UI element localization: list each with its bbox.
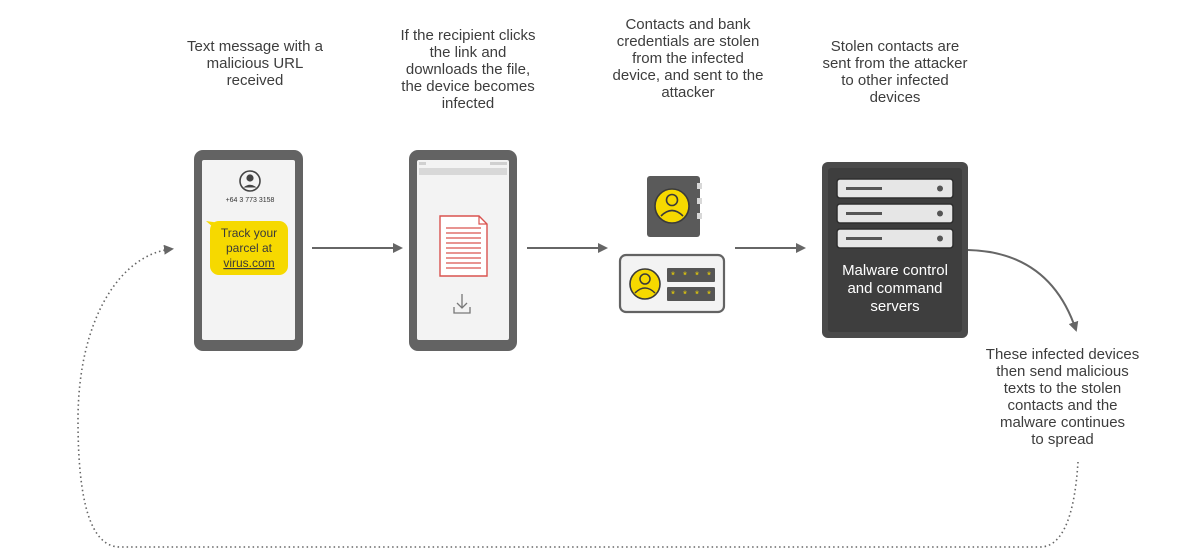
- caption-final-line: contacts and the: [1007, 397, 1118, 414]
- caption-step-3-line: credentials are stolen: [616, 33, 760, 50]
- server-unit-1: [836, 178, 954, 199]
- loop-dotted-arrow: [77, 244, 1079, 548]
- phone-sms: +64 3 773 3158 Track your parcel at viru…: [194, 150, 303, 351]
- caption-final-line: These infected devices: [985, 346, 1140, 363]
- caption-step-1: Text message with a malicious URL receiv…: [165, 38, 345, 89]
- caption-final: These infected devices then send malicio…: [965, 346, 1160, 448]
- sms-link[interactable]: virus.com: [223, 256, 274, 270]
- phone-download: [409, 150, 517, 351]
- avatar-icon: [239, 170, 261, 192]
- credential-card-icon: * * * * * * * *: [618, 253, 726, 314]
- server-label-3: servers: [870, 298, 919, 315]
- caption-final-line: to spread: [1031, 431, 1094, 448]
- caption-step-2: If the recipient clicks the link and dow…: [373, 27, 563, 112]
- arrow-server-to-devices: [967, 249, 1079, 332]
- caption-step-2-line: the link and: [429, 44, 507, 61]
- password-field-1: [667, 268, 715, 282]
- document-icon: [439, 215, 488, 277]
- server-unit-2: [836, 203, 954, 224]
- caption-step-2-line: infected: [441, 95, 495, 112]
- caption-final-line: texts to the stolen: [1003, 380, 1122, 397]
- caption-step-2-line: If the recipient clicks: [400, 27, 536, 44]
- server-unit-3: [836, 228, 954, 249]
- sms-line-1: Track your: [221, 226, 277, 240]
- server-label-1: Malware control: [842, 262, 948, 279]
- download-icon: [453, 294, 471, 314]
- password-field-2: [667, 287, 715, 301]
- caption-step-2-line: downloads the file,: [405, 61, 531, 78]
- caption-step-4: Stolen contacts are sent from the attack…: [795, 38, 995, 106]
- caption-step-1-line: received: [226, 72, 284, 89]
- caption-step-3: Contacts and bank credentials are stolen…: [588, 16, 788, 101]
- server-rack-icon: Malware control and command servers: [822, 162, 968, 338]
- caption-step-4-line: sent from the attacker: [822, 55, 968, 72]
- caption-step-3-line: from the infected: [632, 50, 744, 67]
- caption-step-2-line: the device becomes: [401, 78, 535, 95]
- password-mask-1: * * * *: [670, 271, 712, 283]
- caption-step-4-line: devices: [869, 89, 921, 106]
- password-mask-2: * * * *: [670, 290, 712, 302]
- server-label-2: and command: [847, 280, 942, 297]
- caption-step-3-line: Contacts and bank: [625, 16, 751, 33]
- phone-number: +64 3 773 3158: [226, 197, 275, 204]
- caption-step-4-line: to other infected: [841, 72, 949, 89]
- caption-step-1-line: malicious URL: [206, 55, 304, 72]
- caption-step-3-line: device, and sent to the: [612, 67, 764, 84]
- sms-line-2: parcel at: [226, 241, 273, 255]
- sms-bubble: Track your parcel at virus.com: [206, 221, 288, 275]
- caption-step-3-line: attacker: [661, 84, 715, 101]
- caption-step-1-line: Text message with a: [187, 38, 323, 55]
- caption-final-line: malware continues: [999, 414, 1126, 431]
- address-book-icon: [647, 176, 702, 237]
- caption-step-4-line: Stolen contacts are: [830, 38, 960, 55]
- caption-final-line: then send malicious: [996, 363, 1129, 380]
